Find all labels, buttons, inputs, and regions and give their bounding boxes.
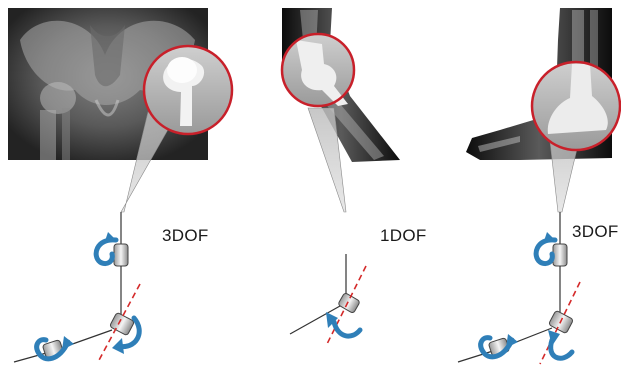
hip-magnifier — [144, 46, 232, 134]
knee-rotation-arrow — [326, 312, 360, 336]
hip-panel — [8, 8, 232, 362]
ankle-joint-mechanism — [458, 212, 580, 364]
ankle-panel — [458, 8, 620, 364]
ankle-dof-label: 3DOF — [572, 222, 619, 242]
knee-dof-label: 1DOF — [380, 226, 427, 246]
knee-panel — [282, 8, 400, 346]
knee-magnifier — [282, 34, 354, 106]
ankle-magnifier — [532, 62, 620, 150]
hip-rotation-arrow-1 — [96, 232, 116, 264]
hip-dof-label: 3DOF — [162, 226, 209, 246]
ankle-rotation-arrow-1 — [536, 232, 555, 264]
ankle-rotation-arrow-2 — [548, 330, 572, 358]
